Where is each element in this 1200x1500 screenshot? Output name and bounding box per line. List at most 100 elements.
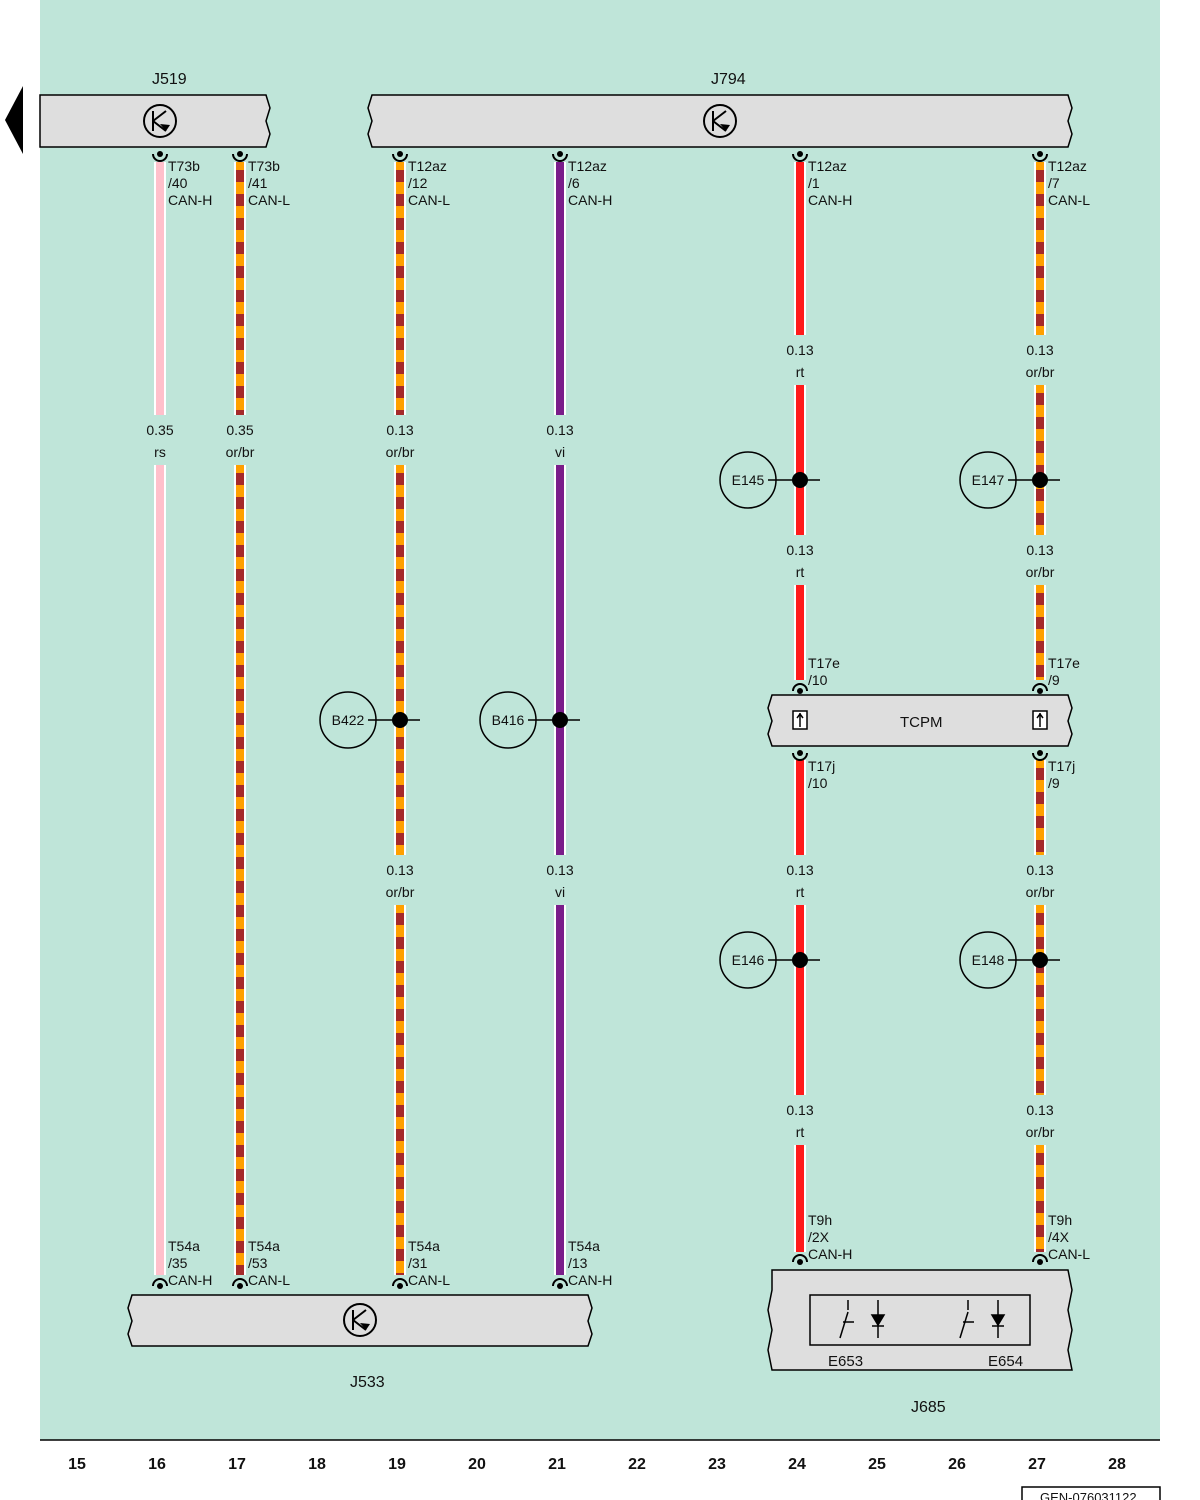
splice-dot-icon bbox=[1032, 952, 1048, 968]
wire-stripe bbox=[396, 569, 404, 581]
wire-color-label: vi bbox=[555, 444, 565, 460]
wire-stripe bbox=[236, 641, 244, 653]
connector-label: T17j bbox=[1048, 758, 1075, 774]
wire-stripe bbox=[396, 1249, 404, 1261]
splice-label: B422 bbox=[332, 712, 365, 728]
splice-e146[interactable]: E146 bbox=[719, 931, 820, 989]
connector-label: T9h bbox=[808, 1212, 832, 1228]
component-label-tcpm: TCPM bbox=[900, 714, 943, 731]
wire-color-label: rt bbox=[796, 884, 805, 900]
wire-stripe bbox=[236, 194, 244, 206]
wire-stripe bbox=[236, 314, 244, 326]
component-j519[interactable]: J519 bbox=[39, 71, 271, 148]
wire-stripe bbox=[236, 170, 244, 182]
component-j685[interactable]: E653 E654 J685 bbox=[767, 1269, 1073, 1416]
connector-label: /2X bbox=[808, 1229, 830, 1245]
component-j533[interactable]: J533 bbox=[127, 1294, 593, 1391]
splice-dot-icon bbox=[792, 472, 808, 488]
diagram-code-box: GEN-076031122 bbox=[1021, 1486, 1161, 1500]
wire-segment bbox=[796, 905, 804, 1095]
wire-stripe bbox=[1036, 1201, 1044, 1213]
wire-segment bbox=[1036, 760, 1044, 855]
connector-label: /41 bbox=[248, 175, 268, 191]
wire-stripe bbox=[396, 1081, 404, 1093]
wire-stripe bbox=[396, 1201, 404, 1213]
wire-stripe bbox=[396, 521, 404, 533]
component-label-e654: E654 bbox=[988, 1353, 1023, 1370]
wire-stripe bbox=[396, 170, 404, 182]
wire-segment bbox=[156, 162, 164, 415]
component-label-j533: J533 bbox=[350, 1374, 385, 1391]
connector-label: CAN-L bbox=[248, 192, 290, 208]
connector-label: T73b bbox=[248, 158, 280, 174]
wire-stripe bbox=[236, 290, 244, 302]
splice-e148[interactable]: E148 bbox=[959, 931, 1060, 989]
wire-stripe bbox=[236, 617, 244, 629]
grid-number: 17 bbox=[228, 1456, 246, 1473]
wire-stripe bbox=[236, 1097, 244, 1109]
wire-stripe bbox=[236, 785, 244, 797]
wire-stripe bbox=[1036, 417, 1044, 429]
wire-stripe bbox=[396, 785, 404, 797]
wire-stripe bbox=[396, 737, 404, 749]
grid-number: 19 bbox=[388, 1456, 406, 1473]
wire-stripe bbox=[396, 937, 404, 949]
wire-stripe bbox=[396, 194, 404, 206]
wire-segment bbox=[1036, 585, 1044, 680]
grid-number: 20 bbox=[468, 1456, 486, 1473]
connector-label: T54a bbox=[248, 1238, 280, 1254]
splice-b416[interactable]: B416 bbox=[479, 691, 580, 749]
wire-stripe bbox=[1036, 641, 1044, 653]
wire-stripe bbox=[396, 761, 404, 773]
wire-color-label: rs bbox=[154, 444, 166, 460]
splice-e147[interactable]: E147 bbox=[959, 451, 1060, 509]
wire-stripe bbox=[236, 545, 244, 557]
wire-stripe bbox=[396, 545, 404, 557]
grid-number: 16 bbox=[148, 1456, 166, 1473]
connector-label: /10 bbox=[808, 672, 828, 688]
wire-segment bbox=[796, 585, 804, 680]
splice-b422[interactable]: B422 bbox=[319, 691, 420, 749]
wire-size-label: 0.13 bbox=[1026, 342, 1053, 358]
wire-stripe bbox=[396, 1177, 404, 1189]
terminal-icon bbox=[1032, 710, 1048, 730]
wire-stripe bbox=[1036, 593, 1044, 605]
grid-number: 27 bbox=[1028, 1456, 1046, 1473]
splice-label: B416 bbox=[492, 712, 525, 728]
splice-label: E145 bbox=[732, 472, 765, 488]
wire-stripe bbox=[236, 1049, 244, 1061]
wire-stripe bbox=[1036, 266, 1044, 278]
component-tcpm[interactable]: TCPM bbox=[767, 694, 1073, 747]
wire-color-label: or/br bbox=[1026, 364, 1055, 380]
component-j794[interactable]: J794 bbox=[367, 71, 1073, 148]
wire-stripe bbox=[236, 689, 244, 701]
wire-segment bbox=[556, 465, 564, 855]
previous-page-arrow-icon[interactable] bbox=[5, 86, 23, 154]
wire-stripe bbox=[1036, 314, 1044, 326]
wire-stripe bbox=[396, 913, 404, 925]
wire-stripe bbox=[396, 362, 404, 374]
connector-label: T17e bbox=[808, 655, 840, 671]
wire-stripe bbox=[236, 338, 244, 350]
wire-size-label: 0.35 bbox=[146, 422, 173, 438]
wire-stripe bbox=[1036, 937, 1044, 949]
wire-stripe bbox=[236, 953, 244, 965]
wire-stripe bbox=[236, 1265, 244, 1275]
wire-stripe bbox=[236, 1025, 244, 1037]
wire-stripe bbox=[396, 593, 404, 605]
wire-stripe bbox=[1036, 1081, 1044, 1093]
connector-label: CAN-L bbox=[248, 1272, 290, 1288]
wire-stripe bbox=[236, 761, 244, 773]
wire-stripe bbox=[396, 985, 404, 997]
connector-label: /9 bbox=[1048, 672, 1060, 688]
component-label-j519: J519 bbox=[152, 71, 187, 88]
wire-stripe bbox=[396, 617, 404, 629]
wire-stripe bbox=[396, 218, 404, 230]
wire-stripe bbox=[1036, 816, 1044, 828]
connector-label: /9 bbox=[1048, 775, 1060, 791]
splice-e145[interactable]: E145 bbox=[719, 451, 820, 509]
grid-number: 25 bbox=[868, 1456, 886, 1473]
wire-stripe bbox=[236, 266, 244, 278]
